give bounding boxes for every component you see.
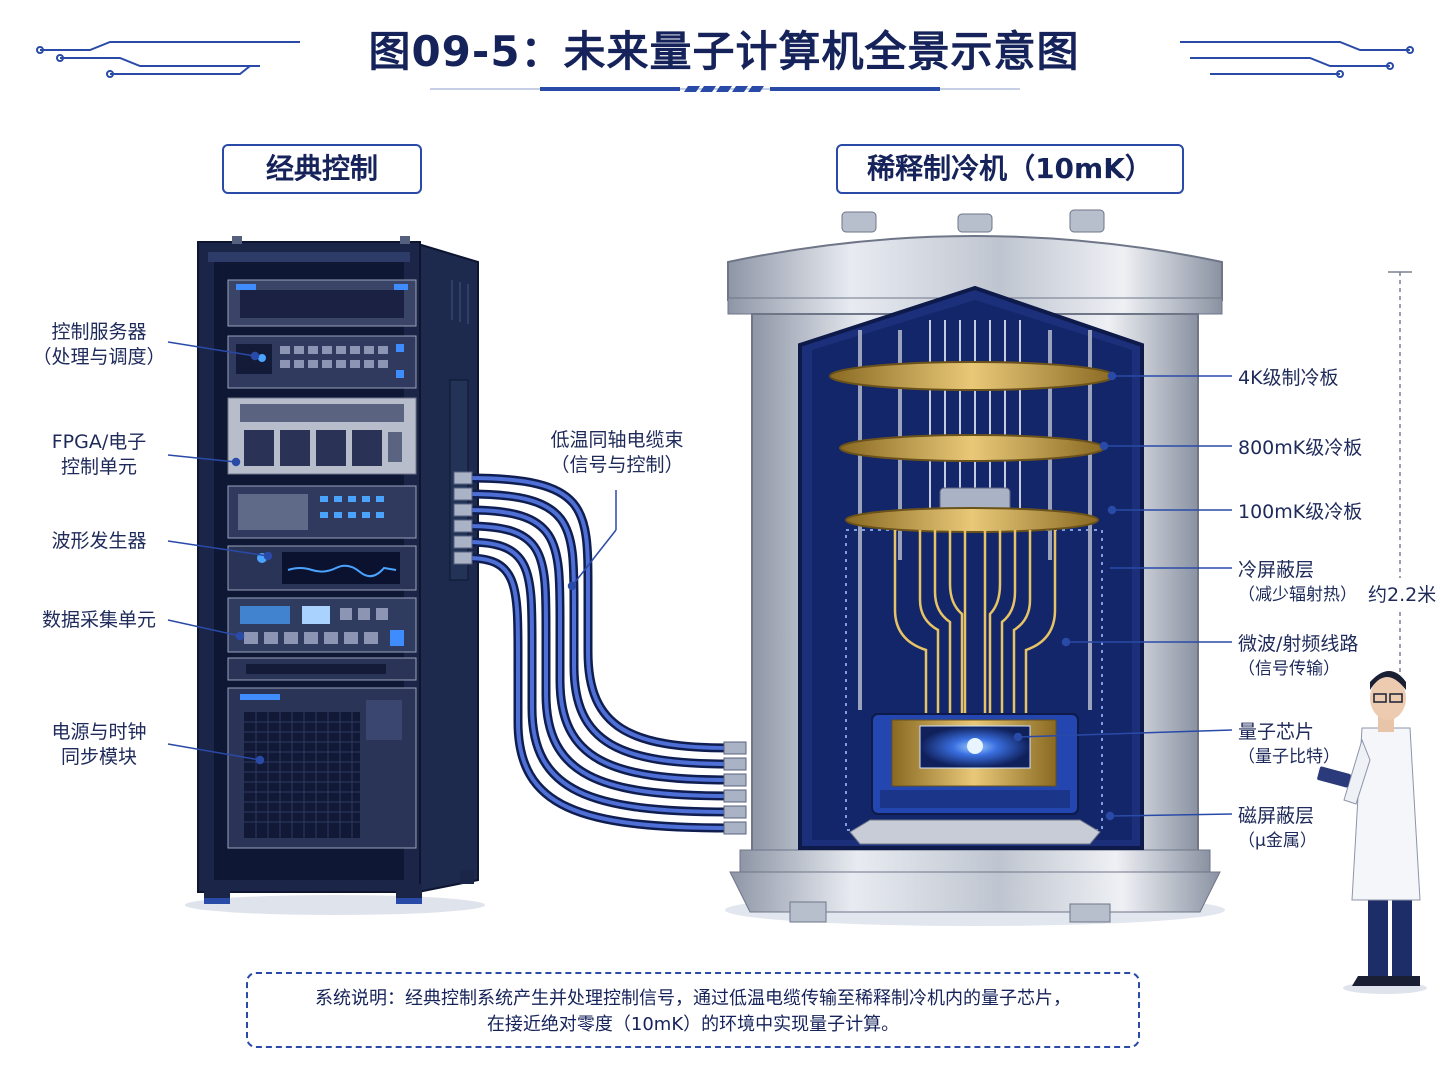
label-height: 约2.2米: [1368, 583, 1436, 608]
section-label-fridge: 稀释制冷机（10mK）: [836, 144, 1184, 194]
plate-800mk: [840, 435, 1104, 461]
label-plate-100mk: 100mK级冷板: [1238, 500, 1362, 525]
rack-unit-waveform: [228, 546, 416, 590]
label-plate-4k: 4K级制冷板: [1238, 366, 1339, 391]
plate-4k: [830, 362, 1114, 390]
rack-unit-awg: [228, 486, 416, 538]
rack-unit-server-1: [228, 280, 416, 326]
title-circuit-left: [37, 42, 300, 77]
height-indicator: [1388, 272, 1412, 690]
label-control-server: 控制服务器 （处理与调度）: [20, 320, 178, 370]
label-microwave-lines: 微波/射频线路 （信号传输）: [1238, 632, 1358, 682]
section-label-classical: 经典控制: [222, 144, 422, 194]
label-plate-800mk: 800mK级冷板: [1238, 436, 1362, 461]
rack-unit-power: [228, 688, 416, 848]
cable-bundle: [454, 472, 746, 834]
title-circuit-right: [1180, 42, 1413, 77]
server-rack: [185, 236, 485, 915]
rack-unit-fpga: [228, 398, 416, 474]
label-cold-shield: 冷屏蔽层 （减少辐射热）: [1238, 558, 1357, 608]
label-magnetic-shield: 磁屏蔽层 （μ金属）: [1238, 804, 1317, 854]
rack-unit-slim: [228, 658, 416, 680]
label-fpga: FPGA/电子 控制单元: [20, 430, 178, 480]
label-waveform-generator: 波形发生器: [20, 529, 178, 554]
label-cable-bundle: 低温同轴电缆束 （信号与控制）: [530, 428, 704, 478]
label-power-clock: 电源与时钟 同步模块: [20, 720, 178, 770]
rack-unit-server-2: [228, 336, 416, 388]
label-quantum-chip: 量子芯片 （量子比特）: [1238, 720, 1340, 770]
rack-unit-daq: [228, 598, 416, 652]
label-data-acquisition: 数据采集单元: [20, 608, 178, 633]
title-underline: [430, 86, 1020, 92]
system-note: 系统说明：经典控制系统产生并处理控制信号，通过低温电缆传输至稀释制冷机内的量子芯…: [246, 972, 1140, 1048]
plate-100mk: [846, 508, 1098, 532]
